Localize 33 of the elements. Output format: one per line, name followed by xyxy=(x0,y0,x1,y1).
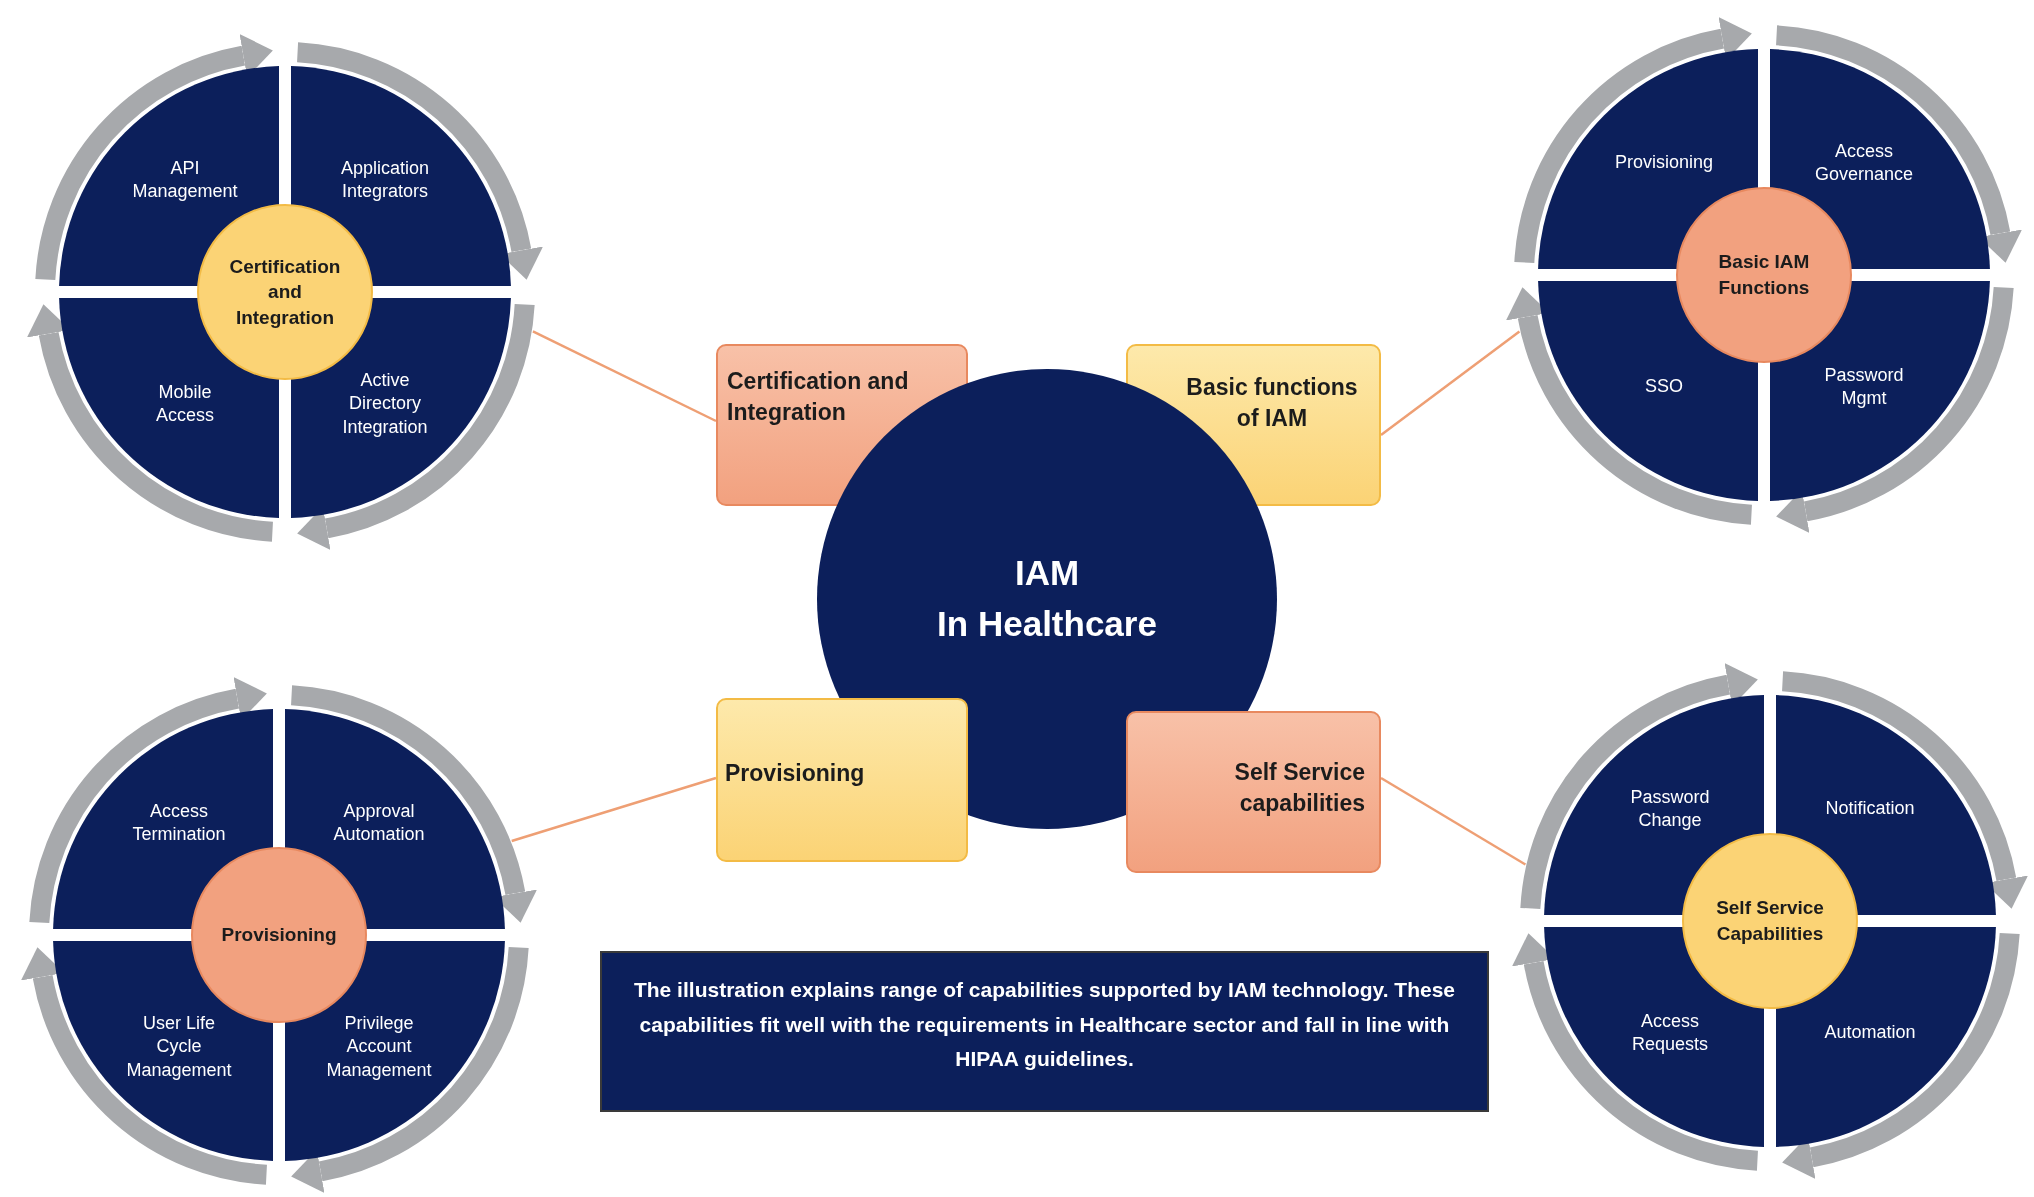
segment-label: API Management xyxy=(132,156,238,203)
segment-label: Access Requests xyxy=(1630,1009,1709,1056)
segment-label: Notification xyxy=(1825,797,1915,821)
segment-label: SSO xyxy=(1645,375,1683,399)
connector-line xyxy=(532,330,717,423)
topic-label: Certification and Integration xyxy=(727,367,910,428)
segment-label: Automation xyxy=(1824,1021,1916,1045)
segment-label: Password Change xyxy=(1629,785,1711,832)
caption-text: The illustration explains range of capabilities supported by IAM technology. These capabilities fit well with the requirements in Healthcare sector and fall in line with HIPAA guidelines. xyxy=(600,951,1489,1112)
segment-label: User Life Cycle Management xyxy=(126,1011,232,1082)
topic-label: Provisioning xyxy=(725,759,866,788)
topic-box xyxy=(1126,711,1381,873)
segment-label: Mobile Access xyxy=(155,380,215,427)
hub-label: Self Service Capabilities xyxy=(1715,896,1825,946)
segment-label: Password Mgmt xyxy=(1823,363,1905,410)
segment-label: Access Governance xyxy=(1813,139,1915,186)
segment-label: Provisioning xyxy=(1614,151,1714,175)
connector-line xyxy=(1380,776,1527,866)
segment-label: Privilege Account Management xyxy=(325,1011,433,1082)
central-title: In Healthcare xyxy=(937,603,1157,645)
topic-label: Self Service capabilities xyxy=(1233,758,1365,819)
segment-label: Application Integrators xyxy=(339,156,431,203)
hub-label: Basic IAM Functions xyxy=(1717,250,1811,300)
segment-label: Active Directory Integration xyxy=(341,368,429,439)
segment-label: Approval Automation xyxy=(332,799,426,846)
hub-label: Provisioning xyxy=(221,923,337,948)
topic-label: Basic functions of IAM xyxy=(1185,373,1359,434)
topic-box xyxy=(716,698,968,862)
segment-label: Access Termination xyxy=(132,799,226,846)
central-title: IAM xyxy=(1014,552,1080,595)
connector-line xyxy=(511,776,717,843)
connector-line xyxy=(1380,330,1521,436)
hub-label: Certification and Integration xyxy=(228,254,342,330)
